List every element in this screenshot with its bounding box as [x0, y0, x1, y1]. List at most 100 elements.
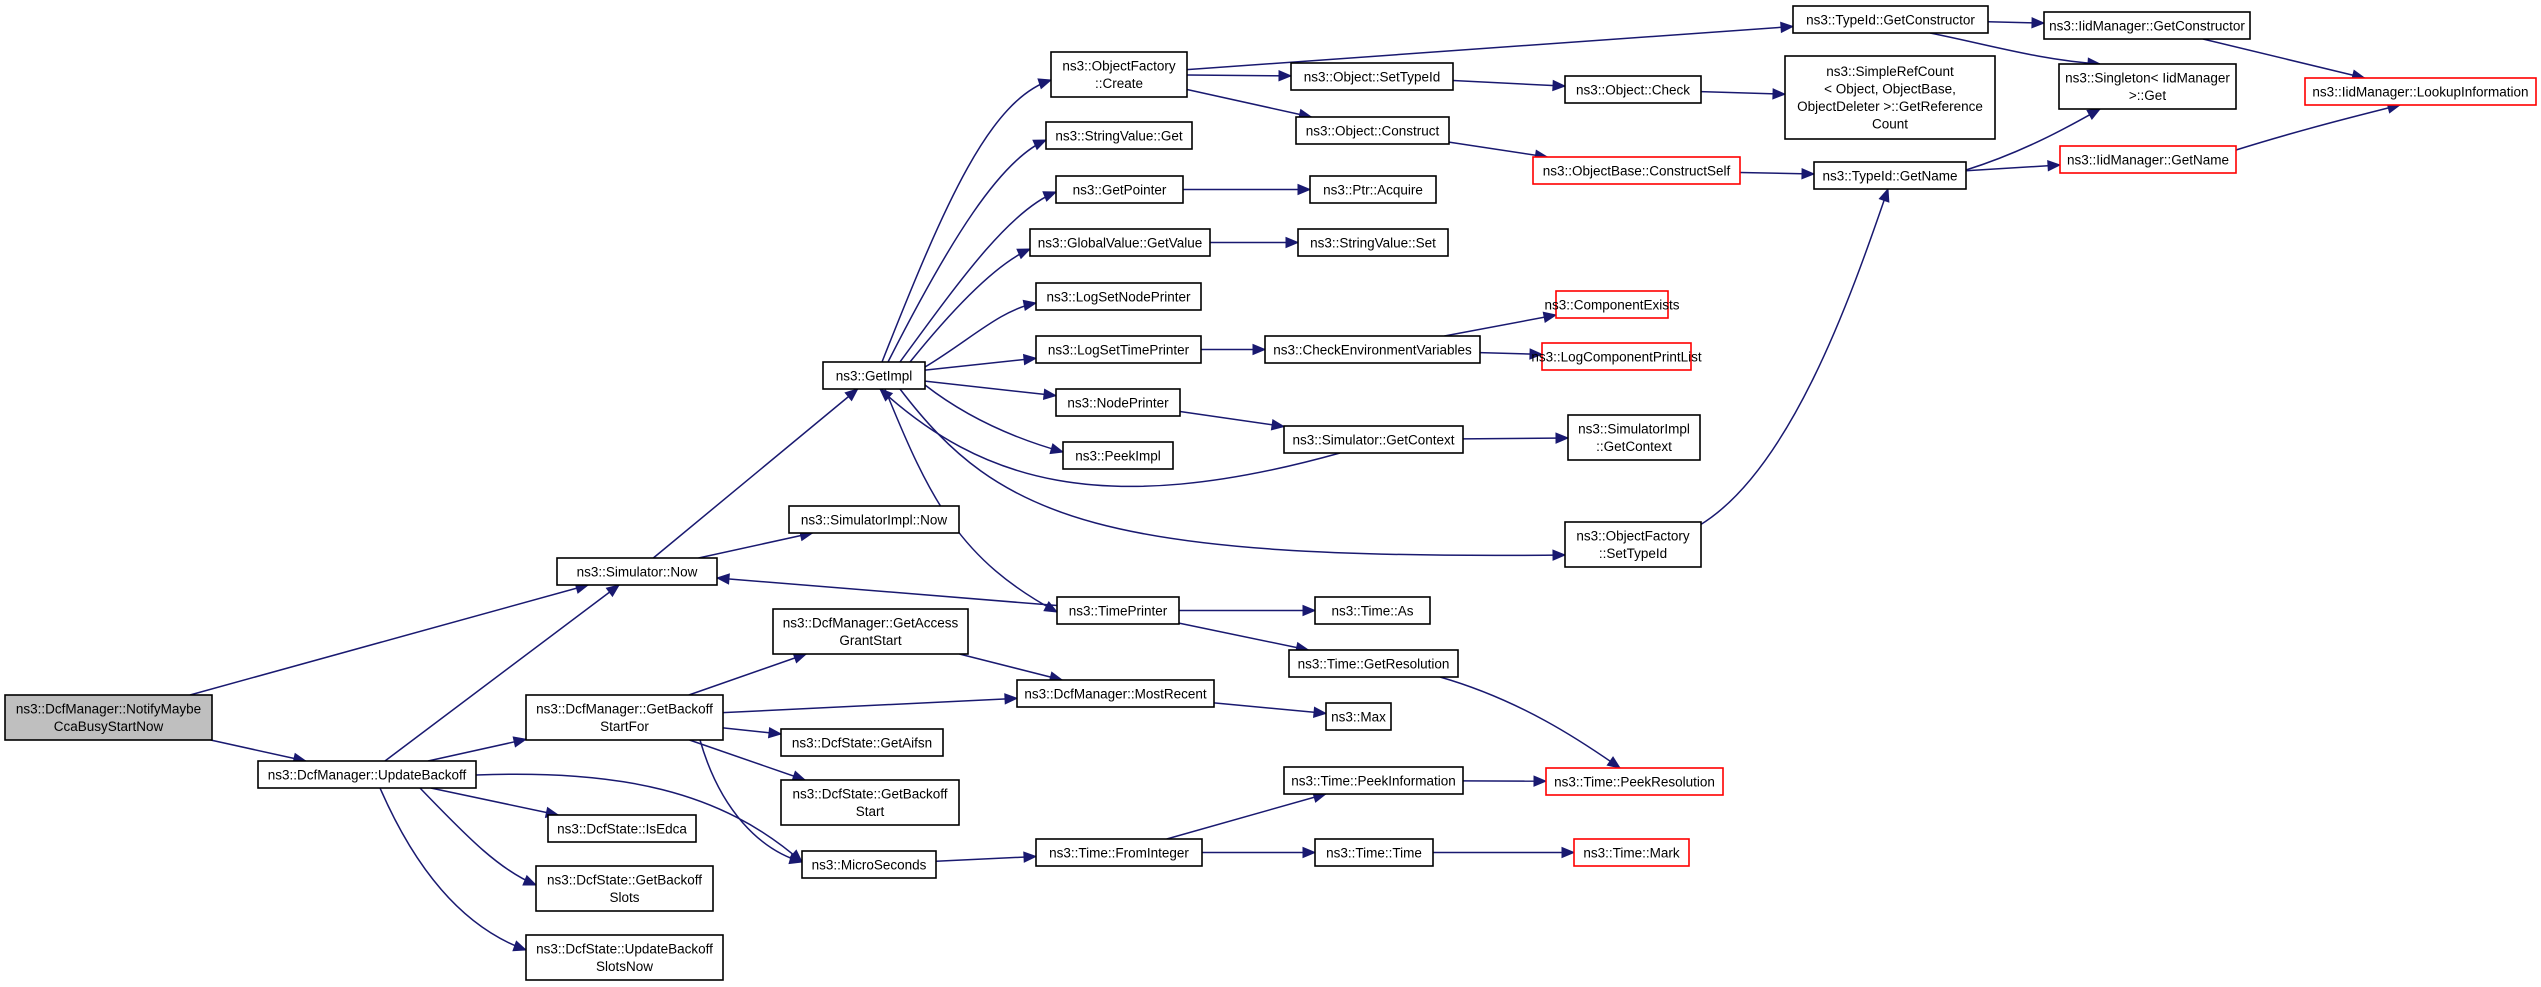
edge-line — [879, 388, 1341, 488]
node-ptracquire[interactable]: ns3::Ptr::Acquire — [1309, 175, 1437, 204]
edge-line — [210, 739, 306, 762]
node-iidgetname[interactable]: ns3::IidManager::GetName — [2059, 145, 2237, 174]
node-typeidgetname[interactable]: ns3::TypeId::GetName — [1813, 161, 1967, 190]
edge-updatebackoff-to-getbackoffstartfor — [427, 736, 528, 762]
node-stringvalueset[interactable]: ns3::StringValue::Set — [1297, 228, 1449, 257]
arrowhead — [1555, 432, 1570, 444]
arrowhead — [1049, 443, 1065, 455]
edge-line — [699, 739, 803, 863]
edge-ofsettypeid-to-typeidgetname — [1699, 187, 1890, 526]
node-box — [1564, 521, 1702, 568]
node-simnow[interactable]: ns3::Simulator::Now — [556, 557, 718, 586]
node-peekres[interactable]: ns3::Time::PeekResolution — [1545, 767, 1724, 796]
node-timegetres[interactable]: ns3::Time::GetResolution — [1288, 649, 1459, 678]
node-objsettypeid[interactable]: ns3::Object::SetTypeId — [1290, 62, 1454, 91]
node-label: ns3::LogComponentPrintList — [1531, 349, 1702, 364]
node-timetime[interactable]: ns3::Time::Time — [1314, 838, 1434, 867]
node-nodeprinter[interactable]: ns3::NodePrinter — [1055, 388, 1181, 417]
node-timemark[interactable]: ns3::Time::Mark — [1573, 838, 1690, 867]
node-mostrecent[interactable]: ns3::DcfManager::MostRecent — [1016, 679, 1215, 708]
edge-getimpl-to-getpointer — [899, 191, 1058, 363]
node-label: ::SetTypeId — [1599, 546, 1667, 561]
node-max[interactable]: ns3::Max — [1325, 702, 1392, 731]
edge-simgetcontext-to-simimplgetcontext — [1462, 432, 1570, 444]
node-peekimpl[interactable]: ns3::PeekImpl — [1062, 441, 1174, 470]
node-stringvalueget[interactable]: ns3::StringValue::Get — [1045, 121, 1193, 150]
node-simplerefcount[interactable]: ns3::SimpleRefCount< Object, ObjectBase,… — [1784, 55, 1996, 140]
edge-line — [1186, 25, 1794, 71]
node-iidlookup[interactable]: ns3::IidManager::LookupInformation — [2304, 77, 2537, 106]
node-getaifsn[interactable]: ns3::DcfState::GetAifsn — [780, 728, 944, 757]
edge-simgetcontext-to-getimpl — [879, 388, 1341, 488]
node-simgetcontext[interactable]: ns3::Simulator::GetContext — [1283, 425, 1464, 454]
node-box — [1264, 335, 1481, 364]
node-timeas[interactable]: ns3::Time::As — [1314, 596, 1431, 625]
node-singletonget[interactable]: ns3::Singleton< IidManager>::Get — [2058, 63, 2237, 110]
node-globalvalueget[interactable]: ns3::GlobalValue::GetValue — [1029, 228, 1211, 257]
node-box — [1045, 121, 1193, 150]
edge-line — [935, 855, 1037, 863]
edge-line — [1700, 90, 1786, 95]
edge-getimpl-to-ofsettypeid — [899, 388, 1567, 561]
edge-line — [716, 577, 1058, 607]
edge-updatebackoff-to-isedca — [430, 787, 560, 819]
node-box — [2304, 77, 2537, 106]
node-objcheck[interactable]: ns3::Object::Check — [1564, 75, 1702, 104]
node-label: ns3::MicroSeconds — [812, 857, 927, 872]
node-label: ns3::SimulatorImpl — [1578, 422, 1690, 437]
arrowhead — [1561, 846, 1576, 859]
node-isedca[interactable]: ns3::DcfState::IsEdca — [547, 814, 697, 843]
node-simimplgetcontext[interactable]: ns3::SimulatorImpl::GetContext — [1567, 414, 1701, 461]
edge-getimpl-to-peekimpl — [924, 384, 1065, 455]
edge-line — [1444, 314, 1557, 337]
node-logcomponentprint[interactable]: ns3::LogComponentPrintList — [1531, 342, 1702, 371]
arrowhead — [1004, 693, 1019, 705]
edge-updatebackoff-to-updatebackoffslotsnow — [379, 787, 528, 952]
node-timeprinter[interactable]: ns3::TimePrinter — [1056, 596, 1180, 625]
edge-logsettime-to-checkenv — [1201, 343, 1267, 356]
node-iidgetctor[interactable]: ns3::IidManager::GetConstructor — [2043, 11, 2251, 40]
node-label: ns3::DcfState::GetBackoff — [547, 873, 702, 888]
edge-line — [384, 584, 620, 762]
node-box — [1532, 156, 1741, 185]
arrowhead — [512, 736, 528, 748]
edge-line — [1448, 141, 1548, 158]
node-logsettime[interactable]: ns3::LogSetTimePrinter — [1035, 335, 1202, 364]
node-ofcreate[interactable]: ns3::ObjectFactory::Create — [1050, 51, 1188, 98]
node-checkenv[interactable]: ns3::CheckEnvironmentVariables — [1264, 335, 1481, 364]
node-root[interactable]: ns3::DcfManager::NotifyMaybeCcaBusyStart… — [4, 694, 213, 741]
edge-line — [1929, 32, 2101, 65]
node-updatebackoff[interactable]: ns3::DcfManager::UpdateBackoff — [257, 760, 477, 789]
edge-ofcreate-to-objconstruct — [1186, 88, 1313, 120]
arrowhead — [1542, 311, 1558, 323]
node-fromint[interactable]: ns3::Time::FromInteger — [1035, 838, 1203, 867]
edge-line — [379, 787, 527, 951]
node-componentexists[interactable]: ns3::ComponentExists — [1544, 290, 1680, 319]
node-getimpl[interactable]: ns3::GetImpl — [822, 361, 926, 390]
node-objconstruct[interactable]: ns3::Object::Construct — [1295, 116, 1450, 145]
node-label: ObjectDeleter >::GetReference — [1797, 99, 1983, 114]
node-label: GrantStart — [839, 633, 902, 648]
arrowhead — [1606, 756, 1622, 769]
node-microseconds[interactable]: ns3::MicroSeconds — [801, 850, 937, 879]
node-label: ns3::ObjectFactory — [1576, 529, 1690, 544]
node-getpointer[interactable]: ns3::GetPointer — [1055, 175, 1184, 204]
node-simimplnow[interactable]: ns3::SimulatorImpl::Now — [788, 505, 960, 534]
node-label: ns3::GetImpl — [836, 368, 913, 383]
node-box — [4, 694, 213, 741]
node-objbaseconstruct[interactable]: ns3::ObjectBase::ConstructSelf — [1532, 156, 1741, 185]
node-ofsettypeid[interactable]: ns3::ObjectFactory::SetTypeId — [1564, 521, 1702, 568]
arrowhead — [2086, 108, 2102, 121]
arrowhead — [1297, 183, 1312, 196]
node-box — [1295, 116, 1450, 145]
node-logsetnode[interactable]: ns3::LogSetNodePrinter — [1035, 282, 1202, 311]
edge-getimpl-to-globalvalueget — [909, 248, 1032, 363]
node-typeidgetctor[interactable]: ns3::TypeId::GetConstructor — [1792, 5, 1989, 34]
node-peekinfo[interactable]: ns3::Time::PeekInformation — [1283, 766, 1464, 795]
